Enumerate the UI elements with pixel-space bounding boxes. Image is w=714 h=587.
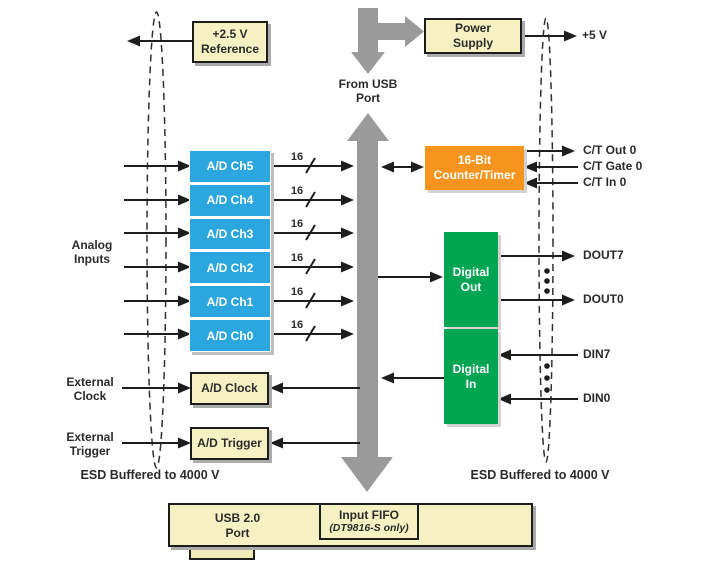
bus-counter-double-arrow [381, 161, 424, 173]
adc-channel-box: A/D Ch3 [190, 218, 270, 250]
external-trigger-label: External Trigger [66, 430, 114, 459]
adc-channel-box: A/D Ch2 [190, 252, 270, 284]
din0-label: DIN0 [583, 391, 611, 405]
digital-in-label-line2: In [465, 376, 477, 391]
din-ellipsis-dots [544, 363, 550, 393]
adc-channel-label: A/D Ch4 [206, 193, 254, 208]
external-clock-arrow [122, 382, 191, 394]
bus-width-label: 16 [291, 319, 303, 331]
bus-width-label: 16 [291, 185, 303, 197]
ct-out-0-label: C/T Out 0 [583, 143, 637, 157]
bus-width-label: 16 [291, 218, 303, 230]
adc-channel-label: A/D Ch3 [206, 227, 254, 242]
power-supply-label-line1: Power [454, 21, 491, 36]
usb-port-bar: USB 2.0 Port Input FIFO (DT9816-S only) [168, 503, 533, 547]
esd-buffered-left-label: ESD Buffered to 4000 V [80, 468, 220, 482]
analog-inputs-label: Analog Inputs [71, 238, 113, 267]
digital-out-label-line2: Out [460, 279, 482, 294]
input-fifo-label: Input FIFO [339, 508, 399, 522]
bus-width-labels: 16 16 16 16 16 16 [291, 151, 303, 331]
adc-channel-box: A/D Ch5 [190, 151, 270, 182]
bus-width-label: 16 [291, 151, 303, 163]
ad-trigger-label: A/D Trigger [197, 436, 262, 451]
digital-in-label-line1: Digital [452, 361, 490, 376]
adc-channel-label: A/D Ch5 [206, 159, 254, 174]
reference-box: +2.5 V Reference [192, 21, 268, 63]
din-arrows [498, 349, 578, 405]
counter-timer-label-line2: Counter/Timer [433, 168, 516, 182]
right-esd-ellipse [538, 17, 554, 463]
usb-port-label-line1: USB 2.0 [214, 511, 261, 525]
usb-port-label-line2: Port [225, 526, 250, 540]
dout7-label: DOUT7 [583, 248, 624, 262]
digital-in-box: Digital In [444, 329, 498, 424]
reference-label-line1: +2.5 V [212, 27, 248, 42]
adc-channel-label: A/D Ch1 [206, 294, 254, 309]
ct-in-0-label: C/T In 0 [583, 175, 627, 189]
adc-output-arrows [268, 157, 354, 342]
reference-output-arrow [127, 35, 192, 47]
external-clock-label: External Clock [66, 375, 114, 404]
ad-clock-box: A/D Clock [190, 372, 269, 405]
bus-digital-out-arrow [378, 271, 443, 283]
power-supply-box: Power Supply [424, 18, 522, 54]
usb-bus-arrow [341, 113, 393, 492]
counter-timer-label-line1: 16-Bit [457, 153, 492, 168]
usb-port-label: USB 2.0 Port [190, 511, 285, 541]
dout0-label: DOUT0 [583, 292, 624, 306]
dout-ellipsis-dots [544, 268, 550, 294]
adc-channel-label: A/D Ch2 [206, 260, 254, 275]
input-fifo-box: Input FIFO (DT9816-S only) [319, 503, 419, 540]
dout-arrows [497, 250, 575, 306]
counter-timer-box: 16-Bit Counter/Timer [425, 146, 524, 190]
din7-label: DIN7 [583, 347, 611, 361]
usb-power-arrow [351, 8, 424, 74]
ct-signal-arrows [523, 145, 578, 189]
ad-trigger-box: A/D Trigger [190, 427, 269, 460]
bus-ad-trigger-arrow [270, 437, 360, 449]
bus-width-label: 16 [291, 286, 303, 298]
external-trigger-arrow [122, 437, 191, 449]
ct-gate-0-label: C/T Gate 0 [583, 159, 643, 173]
esd-buffered-right-label: ESD Buffered to 4000 V [470, 468, 610, 482]
adc-channel-box: A/D Ch1 [190, 286, 270, 318]
input-fifo-sublabel: (DT9816-S only) [329, 522, 409, 535]
power-5v-arrow [522, 30, 577, 42]
usb-connector-tab [189, 547, 255, 560]
from-usb-port-label: From USB Port [338, 77, 398, 106]
power-supply-label-line2: Supply [452, 36, 493, 50]
digital-out-label-line1: Digital [452, 264, 490, 279]
adc-channel-stack: A/D Ch5 A/D Ch4 A/D Ch3 A/D Ch2 A/D Ch1 … [189, 150, 271, 352]
digital-out-box: Digital Out [444, 232, 498, 327]
adc-channel-label: A/D Ch0 [206, 328, 254, 343]
bus-width-label: 16 [291, 252, 303, 264]
adc-channel-box: A/D Ch0 [190, 320, 270, 351]
plus-5v-label: +5 V [582, 28, 608, 42]
left-esd-ellipse [146, 11, 167, 469]
digital-in-bus-arrow [381, 372, 444, 384]
reference-label-line2: Reference [200, 42, 260, 56]
adc-channel-box: A/D Ch4 [190, 184, 270, 216]
ad-clock-label: A/D Clock [201, 381, 258, 396]
bus-ad-clock-arrow [270, 382, 360, 394]
analog-input-arrows [124, 160, 191, 340]
